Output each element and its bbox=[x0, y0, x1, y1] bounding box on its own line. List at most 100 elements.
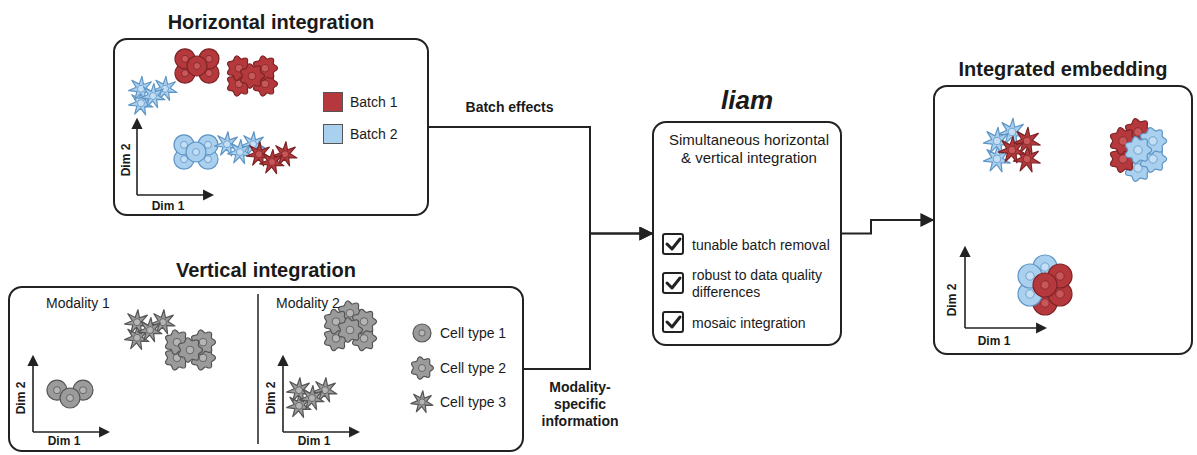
cell-nucleus bbox=[1149, 155, 1157, 163]
cell-nucleus bbox=[269, 159, 276, 166]
cell-nucleus bbox=[993, 155, 1001, 163]
cell-nucleus bbox=[67, 395, 74, 402]
axis-label: Dim 1 bbox=[978, 334, 1011, 348]
cell-nucleus bbox=[309, 395, 316, 402]
cell-nucleus bbox=[186, 346, 194, 354]
axis-label: Dim 1 bbox=[298, 434, 331, 448]
method-description: Simultaneous horizontal & vertical integ… bbox=[664, 131, 834, 167]
cell-nucleus bbox=[1056, 272, 1064, 280]
cell-body bbox=[187, 56, 207, 76]
cell-nucleus bbox=[160, 319, 167, 326]
edge-label: Batch effects bbox=[466, 99, 554, 115]
cell-round bbox=[413, 324, 431, 342]
legend-text: Batch 2 bbox=[350, 126, 397, 142]
cell-body bbox=[60, 388, 80, 408]
cell-nucleus bbox=[194, 63, 201, 70]
legend-text: Cell type 3 bbox=[440, 394, 506, 410]
cell-nucleus bbox=[1026, 272, 1034, 280]
cell-nucleus bbox=[54, 387, 61, 394]
cell-nucleus bbox=[205, 141, 212, 148]
cell-star bbox=[260, 150, 284, 174]
cell-nucleus bbox=[181, 141, 188, 148]
cell-round bbox=[60, 388, 80, 408]
axis-label: Dim 2 bbox=[119, 144, 133, 177]
cell-body bbox=[228, 140, 252, 164]
cell-nucleus bbox=[261, 80, 269, 88]
cell-body bbox=[998, 136, 1025, 163]
cell-nucleus bbox=[1041, 263, 1049, 271]
cell-nucleus bbox=[199, 338, 207, 346]
cell-nucleus bbox=[993, 137, 1001, 145]
method-box: liamSimultaneous horizontal & vertical i… bbox=[652, 121, 842, 346]
checkbox bbox=[663, 273, 683, 293]
axis-label: Dim 2 bbox=[264, 382, 278, 415]
modality-label: Modality 2 bbox=[276, 295, 340, 311]
modality-label: Modality 1 bbox=[46, 295, 110, 311]
flow-connector bbox=[429, 127, 652, 234]
cell-nucleus bbox=[1008, 146, 1016, 154]
legend-text: Cell type 1 bbox=[440, 325, 506, 341]
cell-star bbox=[228, 140, 252, 164]
legend-swatch bbox=[323, 124, 343, 144]
cell-star bbox=[300, 386, 324, 410]
cell-body bbox=[1033, 273, 1057, 297]
cell-nucleus bbox=[360, 318, 368, 326]
checkmark bbox=[667, 278, 680, 288]
cell-body bbox=[179, 338, 203, 362]
axis-line bbox=[283, 431, 358, 433]
cell-nucleus bbox=[360, 335, 368, 343]
cell-nucleus bbox=[206, 55, 213, 62]
axis-label: Dim 1 bbox=[48, 434, 81, 448]
cell-nucleus bbox=[1134, 146, 1142, 154]
cell-nucleus bbox=[419, 399, 425, 405]
cell-nucleus bbox=[182, 55, 189, 62]
cell-nucleus bbox=[147, 327, 154, 334]
cell-body bbox=[241, 64, 265, 88]
cell-round bbox=[1033, 273, 1057, 297]
cell-nucleus bbox=[1023, 155, 1031, 163]
axis-line bbox=[137, 194, 212, 196]
cell-body bbox=[339, 318, 363, 342]
cell-star bbox=[141, 84, 165, 108]
cell-nucleus bbox=[224, 141, 231, 148]
cell-body bbox=[1126, 137, 1152, 164]
cell-nucleus bbox=[1008, 128, 1016, 136]
cell-nucleus bbox=[296, 387, 303, 394]
cell-nucleus bbox=[138, 100, 145, 107]
cell-star bbox=[998, 136, 1025, 163]
cell-nucleus bbox=[419, 365, 426, 372]
axis-line bbox=[965, 327, 1045, 329]
cell-nucleus bbox=[1026, 290, 1034, 298]
axis-label: Dim 2 bbox=[945, 284, 959, 317]
cell-round bbox=[187, 56, 207, 76]
checkmark bbox=[667, 239, 680, 249]
panel-title: Vertical integration bbox=[10, 258, 522, 282]
cell-nucleus bbox=[322, 387, 329, 394]
cell-star bbox=[411, 391, 433, 413]
axis-label: Dim 1 bbox=[152, 199, 185, 213]
cell-nucleus bbox=[256, 151, 263, 158]
cell-nucleus bbox=[346, 326, 354, 334]
legend-text: Cell type 2 bbox=[440, 360, 506, 376]
cell-body bbox=[413, 324, 431, 342]
cell-nucleus bbox=[182, 70, 189, 77]
cell-body bbox=[411, 391, 433, 413]
cell-body bbox=[300, 386, 324, 410]
cell-nucleus bbox=[134, 334, 141, 341]
cell-nucleus bbox=[261, 64, 269, 72]
axis-line bbox=[282, 357, 284, 432]
axis-line bbox=[136, 120, 138, 195]
cell-bumpy bbox=[339, 318, 363, 342]
cell-round bbox=[186, 142, 206, 162]
cell-nucleus bbox=[193, 149, 200, 156]
axis-line bbox=[32, 357, 34, 432]
feature-item: mosaic integration bbox=[692, 315, 840, 332]
cell-bumpy bbox=[241, 64, 265, 88]
cell-nucleus bbox=[1149, 137, 1157, 145]
cell-star bbox=[138, 318, 162, 342]
flow-connector bbox=[842, 220, 933, 234]
axis-line bbox=[964, 248, 966, 328]
checkbox bbox=[663, 234, 683, 254]
cell-body bbox=[141, 84, 165, 108]
cell-nucleus bbox=[1041, 299, 1049, 307]
